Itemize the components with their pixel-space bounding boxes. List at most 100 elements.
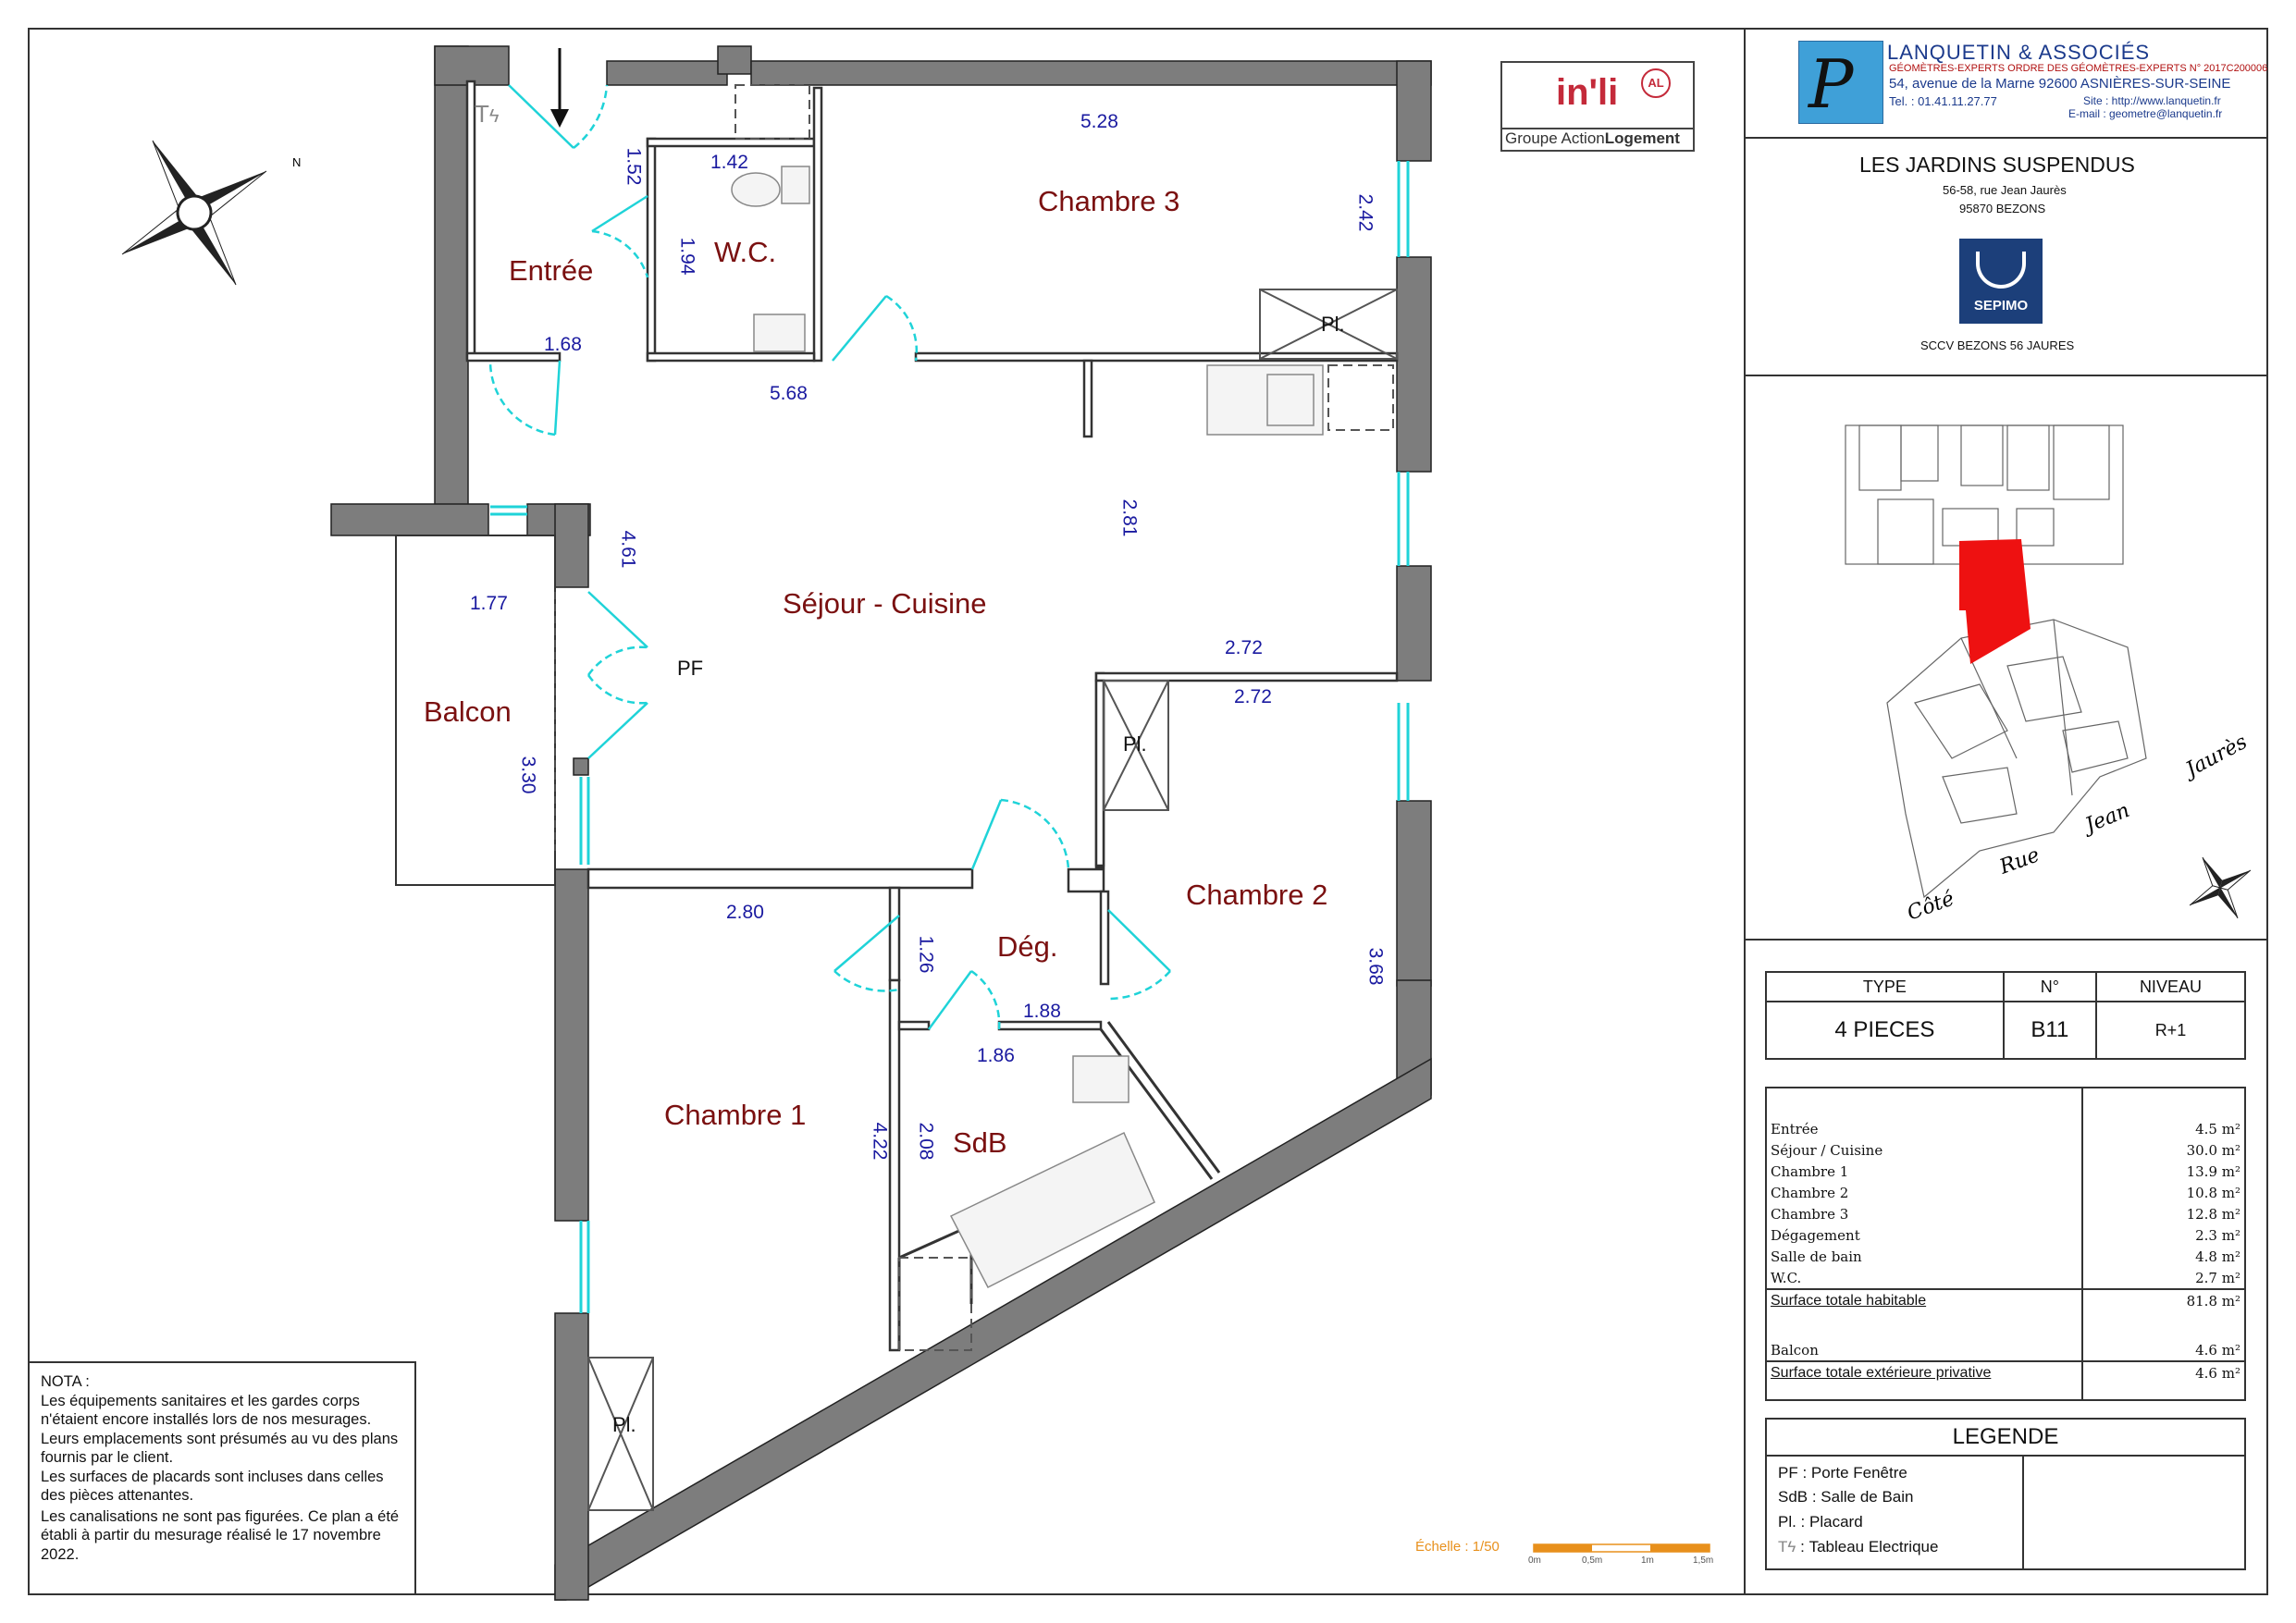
street-cote: Côté: [1905, 887, 1957, 925]
closets: [734, 84, 1394, 1351]
firm-name: LANQUETIN & ASSOCIÉS: [1887, 41, 2151, 64]
scale-tick-3: 1,5m: [1693, 1555, 1714, 1566]
tableau-electrique-symbol: Tϟ: [475, 100, 500, 128]
dim-2-08: 2.08: [915, 1122, 937, 1161]
walls: [330, 45, 1432, 1601]
scale-label: Échelle : 1/50: [1415, 1539, 1500, 1555]
project-city: 95870 BEZONS: [1959, 202, 2046, 215]
compass-rose: [121, 140, 267, 286]
street-jaures: Jaurès: [2179, 731, 2252, 783]
note-line-1: Les équipements sanitaires et les gardes…: [41, 1392, 399, 1467]
dim-1-42: 1.42: [710, 152, 748, 173]
dim-4-22: 4.22: [869, 1122, 891, 1161]
firm-site: Site : http://www.lanquetin.fr: [2083, 94, 2221, 107]
inli-group: Groupe ActionLogement: [1505, 129, 1680, 147]
inli-brand: in'li: [1556, 72, 1619, 113]
room-sejour: Séjour - Cuisine: [783, 587, 987, 620]
dim-1-88: 1.88: [1023, 1001, 1061, 1022]
dim-1-86: 1.86: [977, 1045, 1015, 1066]
dim-2-81: 2.81: [1118, 498, 1141, 537]
dim-2-80: 2.80: [726, 902, 764, 923]
legend-item-pl: Pl. : Placard: [1778, 1513, 1863, 1531]
scale-tick-1: 0,5m: [1582, 1555, 1603, 1566]
type-value: 4 PIECES: [1765, 1001, 2005, 1060]
room-wc: W.C.: [714, 236, 777, 268]
room-chambre3: Chambre 3: [1038, 185, 1180, 217]
windows: [490, 161, 1410, 1313]
dim-1-68: 1.68: [544, 334, 582, 355]
interior-walls: [465, 80, 1399, 1352]
door-swings: [488, 84, 1171, 1030]
sepimo-logo: SEPIMO: [1959, 239, 2043, 324]
level-header: NIVEAU: [2094, 971, 2247, 1002]
dim-3-30: 3.30: [517, 756, 539, 794]
type-header: TYPE: [1765, 971, 2005, 1002]
dim-4-61: 4.61: [617, 530, 639, 569]
room-entree: Entrée: [509, 254, 594, 287]
number-header: N°: [2002, 971, 2097, 1002]
room-chambre1: Chambre 1: [664, 1099, 807, 1131]
note-box: NOTA : Les équipements sanitaires et les…: [28, 1361, 416, 1595]
inli-badge: AL: [1641, 68, 1671, 98]
dim-3-68: 3.68: [1364, 947, 1387, 986]
placards: [587, 289, 1398, 1511]
sepimo-logo-text: SEPIMO: [1973, 298, 2029, 314]
dim-2-72-chambre2: 2.72: [1234, 686, 1272, 707]
dim-2-42: 2.42: [1354, 193, 1376, 232]
note-line-2: Les surfaces de placards sont incluses d…: [41, 1468, 384, 1505]
pf-label: PF: [677, 657, 704, 680]
placard-label-chambre2: Pl.: [1123, 732, 1147, 756]
dim-1-52: 1.52: [623, 147, 645, 186]
note-title: NOTA :: [41, 1373, 90, 1390]
placard-label-chambre1: Pl.: [612, 1413, 636, 1436]
firm-logo: P: [1798, 41, 1883, 124]
firm-sub: GÉOMÈTRES-EXPERTS ORDRE DES GÉOMÈTRES-EX…: [1889, 63, 2268, 74]
legend-item-sdb: SdB : Salle de Bain: [1778, 1488, 1914, 1506]
street-rue: Rue: [1996, 843, 2043, 879]
sanitary: [731, 166, 1324, 1289]
number-value: B11: [2002, 1001, 2097, 1060]
firm-tel: Tel. : 01.41.11.27.77: [1889, 94, 1997, 108]
project-name: LES JARDINS SUSPENDUS: [1859, 153, 2135, 177]
inli-logo: in'li AL Groupe ActionLogement: [1500, 61, 1695, 152]
dim-1-77: 1.77: [470, 593, 508, 614]
project-street: 56-58, rue Jean Jaurès: [1943, 183, 2067, 197]
level-value: R+1: [2094, 1001, 2247, 1060]
project-client: SCCV BEZONS 56 JAURES: [1920, 338, 2075, 352]
placard-label-chambre3: Pl.: [1321, 313, 1345, 336]
dim-5-68: 5.68: [770, 383, 808, 404]
scale-bar: [1533, 1543, 1710, 1553]
dim-1-94: 1.94: [676, 237, 698, 276]
panel-divider: [1744, 28, 1746, 1595]
firm-email: E-mail : geometre@lanquetin.fr: [2068, 107, 2223, 120]
dim-5-28: 5.28: [1080, 111, 1118, 132]
dim-2-72-sejour: 2.72: [1225, 637, 1263, 658]
lightning-icon: ϟ: [488, 106, 500, 127]
tableau-electrique-icon: Tϟ: [1778, 1538, 1796, 1555]
legend-item-tableau: Tϟ : Tableau Electrique: [1778, 1538, 1939, 1555]
situation-plan: Côté Rue Jean Jaurès: [1845, 424, 2252, 925]
note-line-3: Les canalisations ne sont pas figurées. …: [41, 1507, 400, 1563]
room-chambre2: Chambre 2: [1186, 879, 1328, 911]
firm-monogram: P: [1808, 45, 1854, 123]
legend-title: LEGENDE: [1767, 1420, 2244, 1457]
balcony-outline: [395, 535, 556, 886]
room-balcon: Balcon: [424, 695, 512, 728]
apartment-highlight: [1959, 539, 2031, 664]
street-jean: Jean: [2079, 799, 2133, 839]
sheet-frame: [28, 28, 2268, 1595]
table-row: W.C.2.7 m²: [1771, 1269, 2240, 1286]
areas-box: [1765, 1087, 2246, 1401]
